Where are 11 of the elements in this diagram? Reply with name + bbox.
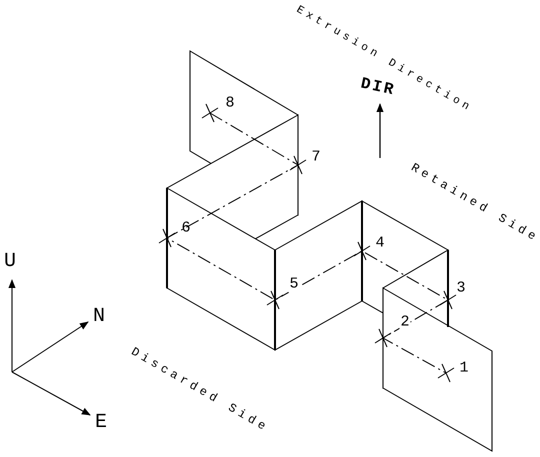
point-number: 5 xyxy=(288,276,300,292)
axis-label: E xyxy=(95,413,107,433)
axis-label: U xyxy=(4,252,16,272)
point-number: 1 xyxy=(460,360,468,376)
axis-label: N xyxy=(93,307,105,327)
point-number: 8 xyxy=(226,96,234,110)
point-number: 4 xyxy=(376,236,384,250)
point-number: 6 xyxy=(182,220,190,236)
point-number: 7 xyxy=(312,150,320,164)
point-number: 2 xyxy=(400,314,410,330)
point-number: 3 xyxy=(456,280,466,296)
